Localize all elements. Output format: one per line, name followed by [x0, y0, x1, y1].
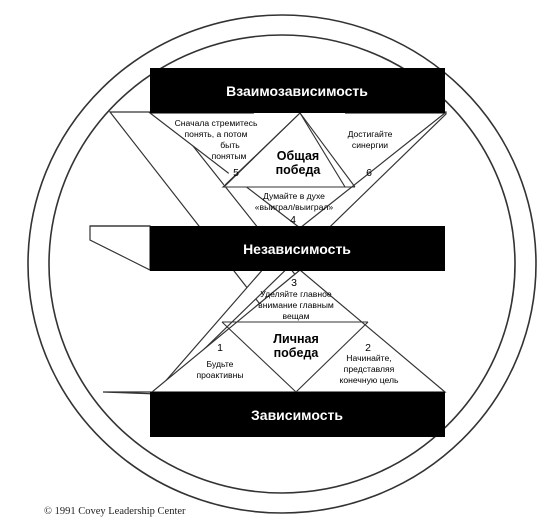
dependence-label: Зависимость [251, 407, 343, 423]
svg-text:понятым: понятым [212, 151, 247, 161]
svg-text:Личная: Личная [273, 332, 319, 346]
public-victory-label: Общая победа [276, 149, 322, 177]
svg-text:представляя: представляя [344, 364, 395, 374]
svg-text:Будьте: Будьте [207, 359, 234, 369]
svg-text:победа: победа [276, 163, 322, 177]
svg-text:вещам: вещам [282, 311, 309, 321]
svg-text:внимание главным: внимание главным [258, 300, 334, 310]
svg-text:«выиграл/выиграл»: «выиграл/выиграл» [255, 202, 334, 212]
independence-bar [150, 226, 445, 271]
svg-text:Сначала стремитесь: Сначала стремитесь [175, 118, 258, 128]
svg-text:3: 3 [291, 277, 297, 289]
svg-text:Общая: Общая [277, 149, 319, 163]
habit-1: 1 Будьте проактивны [196, 342, 243, 380]
svg-text:1: 1 [217, 342, 223, 354]
independence-label: Независимость [243, 241, 351, 257]
habit-3: 3 Уделяйте главное внимание главным веща… [258, 277, 334, 321]
svg-text:конечную цель: конечную цель [339, 375, 399, 385]
svg-text:4: 4 [290, 214, 296, 226]
habit-6: Достигайте синергии 6 [348, 129, 393, 179]
habit-2: 2 Начинайте, представляя конечную цель [339, 342, 399, 385]
svg-text:победа: победа [274, 346, 320, 360]
habit-5: Сначала стремитесь понять, а потом быть … [175, 118, 258, 179]
private-victory-label: Личная победа [273, 332, 319, 360]
interdependence-bar [150, 68, 445, 113]
public-victory-region [148, 112, 447, 229]
habit-4: Думайте в духе «выиграл/выиграл» 4 [255, 191, 334, 226]
svg-text:Думайте в духе: Думайте в духе [263, 191, 325, 201]
svg-text:6: 6 [366, 167, 372, 179]
interdependence-label: Взаимозависимость [226, 83, 368, 99]
svg-text:Достигайте: Достигайте [348, 129, 393, 139]
copyright-notice: © 1991 Covey Leadership Center [44, 506, 186, 517]
svg-text:быть: быть [220, 140, 240, 150]
svg-text:2: 2 [365, 342, 371, 354]
svg-text:проактивны: проактивны [196, 370, 243, 380]
svg-text:Начинайте,: Начинайте, [346, 353, 391, 363]
svg-text:понять, а потом: понять, а потом [185, 129, 248, 139]
svg-text:5: 5 [233, 167, 239, 179]
svg-text:Уделяйте главное: Уделяйте главное [260, 289, 332, 299]
dependence-bar [150, 392, 445, 437]
svg-text:синергии: синергии [352, 140, 388, 150]
